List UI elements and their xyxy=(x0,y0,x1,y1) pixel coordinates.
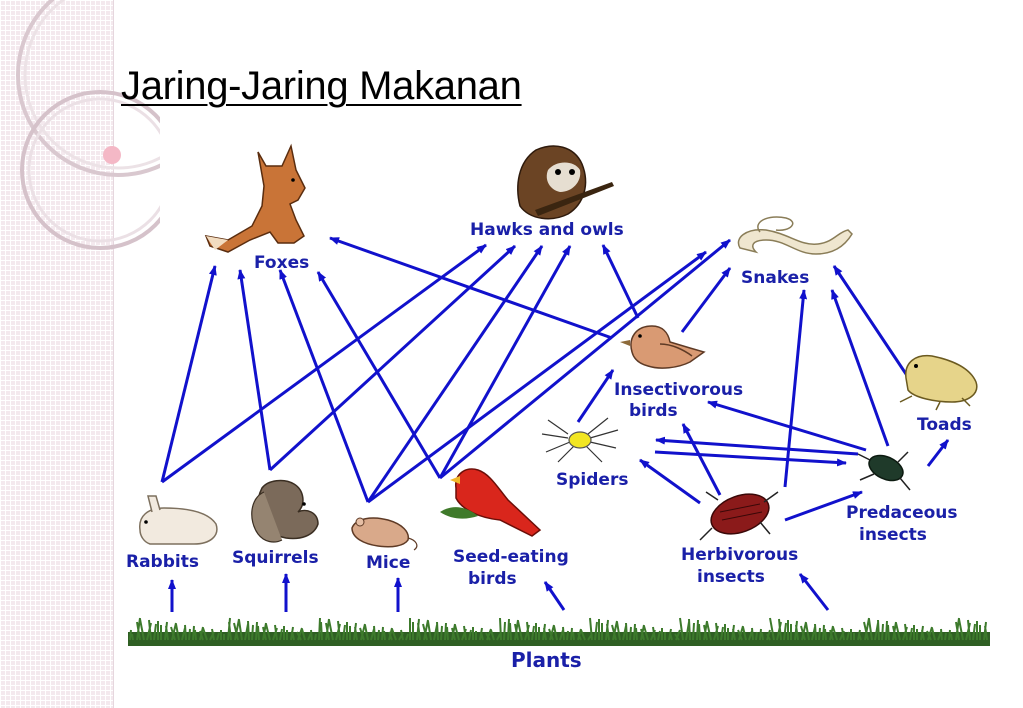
toad-icon xyxy=(899,354,978,411)
arrow-insectbirds-hawks xyxy=(601,244,640,319)
label-seed-eating-1: Seed-eating xyxy=(453,547,569,567)
food-web-arrows xyxy=(160,236,950,612)
arrow-plants-seedbirds xyxy=(543,581,566,611)
bird-icon xyxy=(620,325,706,369)
arrow-mice-hawks xyxy=(366,245,544,503)
beetle-icon xyxy=(699,491,779,541)
arrow-squirrels-foxes xyxy=(237,269,272,471)
arrow-mice-foxes-a xyxy=(278,269,370,503)
grass-blades xyxy=(129,617,988,641)
label-toads: Toads xyxy=(917,415,972,435)
label-plants: Plants xyxy=(511,648,582,672)
label-herbivorous-2: insects xyxy=(697,567,765,587)
arrow-herb-predaceous xyxy=(784,490,863,522)
arrow-seedbirds-snakes xyxy=(439,238,731,480)
rabbit-icon xyxy=(139,495,218,545)
arrow-squirrels-hawks xyxy=(268,244,517,472)
label-squirrels: Squirrels xyxy=(232,548,319,568)
food-web-labels: Foxes Hawks and owls Snakes Insectivorou… xyxy=(126,220,972,672)
arrow-insectbirds-snakes xyxy=(680,267,732,333)
arrow-herb-insectbirds xyxy=(681,423,722,496)
owl-icon xyxy=(517,145,614,220)
mouse-icon xyxy=(351,517,418,551)
label-rabbits: Rabbits xyxy=(126,552,199,572)
arrow-predaceous-toads xyxy=(926,439,950,467)
cardinal-icon xyxy=(440,468,542,537)
arrow-spiders-insectbirds xyxy=(576,369,615,423)
decorative-rings xyxy=(16,0,160,250)
label-foxes: Foxes xyxy=(254,253,309,273)
arrow-rabbits-foxes xyxy=(160,265,217,483)
arrow-insectbirds-foxes xyxy=(329,236,613,340)
arrow-seedbirds-hawks xyxy=(438,245,572,479)
label-insectivorous-2: birds xyxy=(629,401,678,421)
spider-icon xyxy=(541,417,619,463)
arrow-mice-snakes xyxy=(367,250,707,504)
arrow-herb-spiders xyxy=(639,458,701,505)
label-spiders: Spiders xyxy=(556,470,628,490)
label-seed-eating-2: birds xyxy=(468,569,517,589)
arrow-herb-snakes xyxy=(783,289,808,488)
label-hawks-owls: Hawks and owls xyxy=(470,220,624,240)
label-snakes: Snakes xyxy=(741,268,809,288)
arrow-rabbits-hawks xyxy=(161,243,487,484)
slide-title: Jaring-Jaring Makanan xyxy=(121,64,522,108)
label-mice: Mice xyxy=(366,553,410,573)
squirrel-icon xyxy=(251,479,319,543)
arrow-predaceous-insectbirds xyxy=(707,400,867,452)
label-predaceous-2: insects xyxy=(859,525,927,545)
snake-icon xyxy=(737,216,853,255)
arrow-predaceous-spiders xyxy=(655,436,859,456)
decorative-grid-strip xyxy=(0,0,114,708)
label-insectivorous-1: Insectivorous xyxy=(614,380,743,400)
predaceous-insect-icon xyxy=(857,451,911,491)
label-predaceous-1: Predaceous xyxy=(846,503,958,523)
arrow-spiders-predaceous xyxy=(654,450,847,467)
arrow-seedbirds-foxes xyxy=(316,271,442,479)
arrow-predaceous-snakes xyxy=(830,289,890,447)
arrow-plants-herbinsects xyxy=(798,573,830,611)
label-herbivorous-1: Herbivorous xyxy=(681,545,798,565)
grass-icon xyxy=(128,617,990,646)
fox-icon xyxy=(204,143,306,253)
